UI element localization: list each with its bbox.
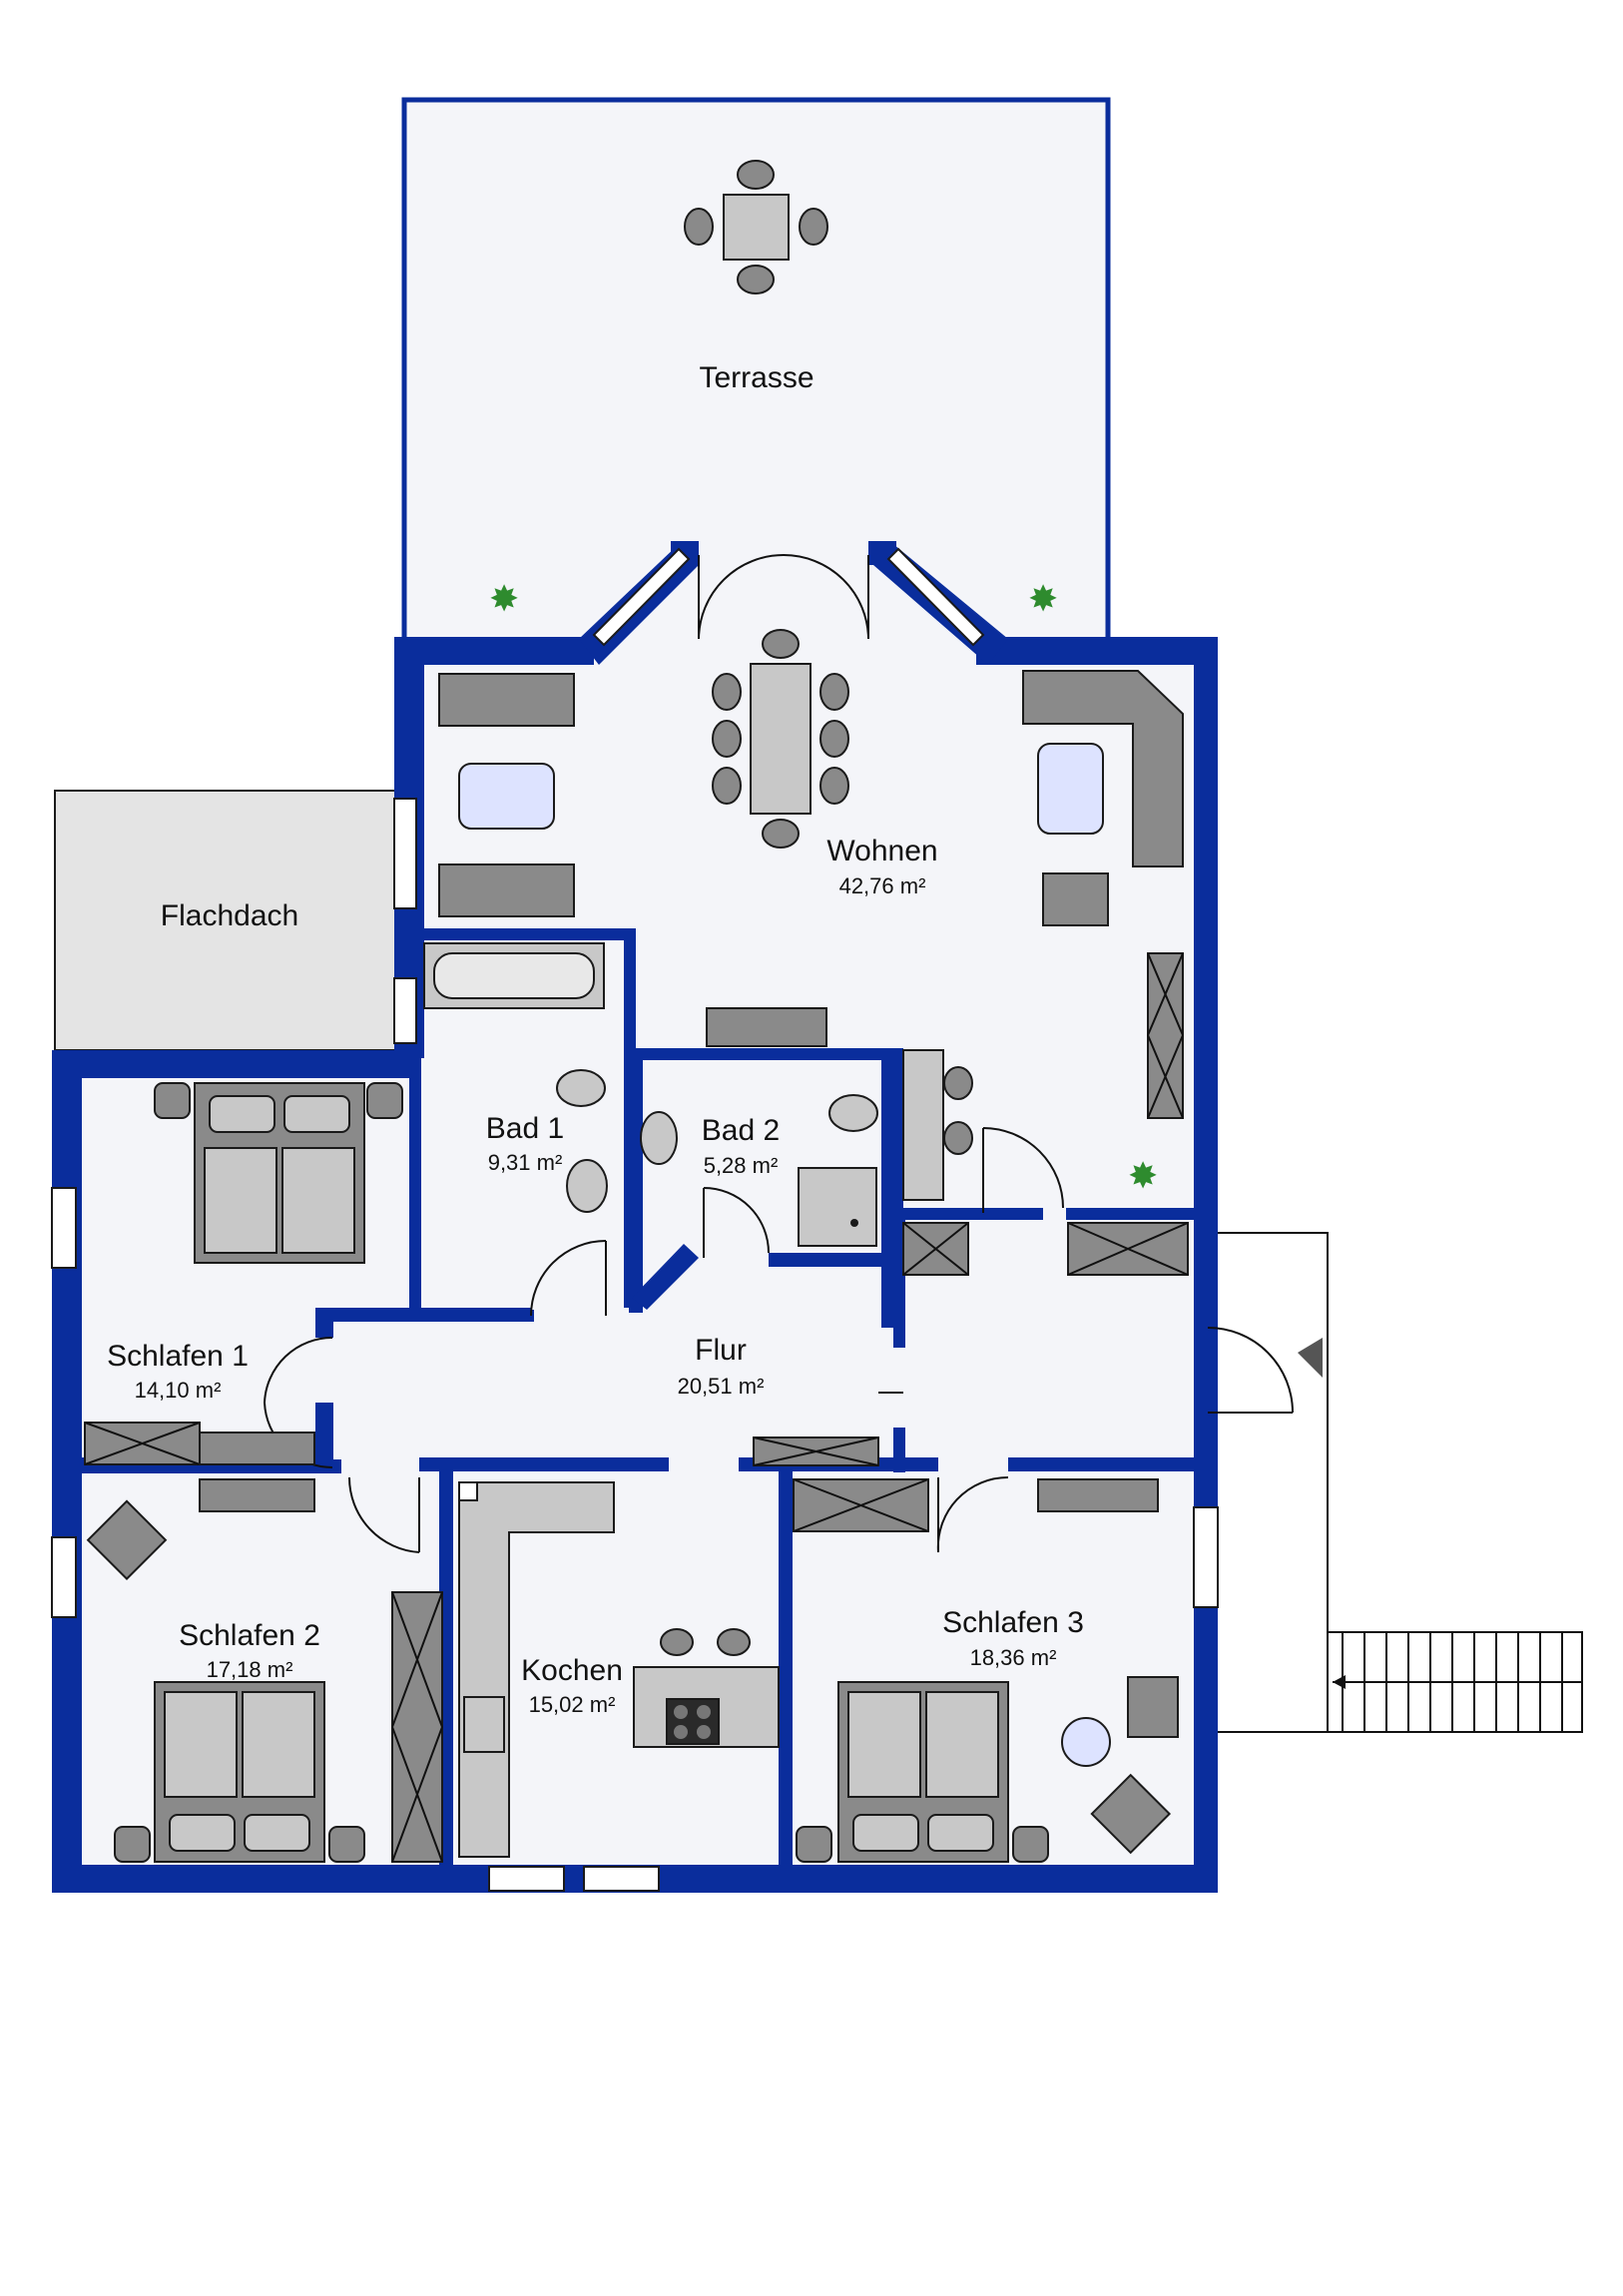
room-name-wohnen: Wohnen	[826, 835, 937, 867]
chair-icon	[684, 208, 714, 246]
terrace-dining-set	[684, 160, 828, 294]
room-name-kochen: Kochen	[521, 1654, 623, 1687]
living-furniture	[438, 629, 1184, 1201]
room-name-schlafen3: Schlafen 3	[942, 1606, 1084, 1639]
glass-table	[458, 763, 555, 830]
window	[393, 798, 417, 909]
stove-icon	[666, 1698, 720, 1745]
entrance	[1218, 1232, 1583, 1733]
window	[51, 1536, 77, 1618]
chair-icon	[712, 673, 742, 711]
wardrobe-icon	[391, 1591, 443, 1863]
window	[51, 1187, 77, 1269]
room-area-bad2: 5,28 m²	[704, 1153, 779, 1178]
room-name-schlafen2: Schlafen 2	[179, 1619, 320, 1652]
room-area-schlafen1: 14,10 m²	[135, 1378, 222, 1403]
glass-table	[1061, 1717, 1111, 1767]
windows	[51, 547, 1219, 1892]
bathroom-2-fixtures	[640, 1094, 878, 1247]
window	[583, 1866, 660, 1892]
table-icon	[750, 663, 812, 815]
chair-icon	[762, 629, 800, 659]
chair-icon	[799, 208, 828, 246]
chair-icon	[943, 1121, 973, 1155]
nightstand-icon	[796, 1826, 832, 1863]
bedroom-3-furniture	[793, 1478, 1179, 1863]
toilet-icon	[556, 1069, 606, 1107]
sofa-icon	[1022, 670, 1184, 867]
entrance-arrow-icon	[1298, 1338, 1323, 1378]
nightstand-icon	[114, 1826, 151, 1863]
nightstand-icon	[328, 1826, 365, 1863]
window	[393, 977, 417, 1044]
room-area-wohnen: 42,76 m²	[839, 873, 926, 898]
room-name-flur: Flur	[695, 1334, 747, 1367]
kitchen-furniture	[458, 1481, 780, 1858]
chair-icon	[819, 720, 849, 758]
bedroom-2-furniture	[86, 1478, 443, 1863]
chair-icon	[762, 819, 800, 849]
sofa-icon	[438, 673, 575, 727]
window	[488, 1866, 565, 1892]
sideboard-icon	[199, 1432, 315, 1465]
chair-icon	[737, 160, 775, 190]
plant-icon: ✸	[1128, 1156, 1158, 1197]
armchair-icon	[1042, 872, 1109, 926]
wardrobe-icon	[1147, 952, 1184, 1119]
room-area-flur: 20,51 m²	[678, 1374, 765, 1399]
room-name-flachdach: Flachdach	[161, 899, 298, 932]
sink-icon	[640, 1111, 678, 1165]
table-icon	[723, 194, 790, 261]
chair-icon	[943, 1066, 973, 1100]
room-name-terrasse: Terrasse	[699, 361, 813, 394]
stairs-icon	[1327, 1631, 1583, 1733]
sofa-icon	[438, 863, 575, 917]
room-labels: Terrasse Flachdach Wohnen 42,76 m² Bad 1…	[107, 361, 1084, 1717]
armchair-icon	[1127, 1676, 1179, 1738]
shower-icon	[798, 1167, 877, 1247]
sink-icon	[566, 1159, 608, 1213]
room-area-kochen: 15,02 m²	[529, 1692, 616, 1717]
sink-icon	[463, 1696, 505, 1753]
window	[886, 547, 985, 647]
bathroom-1-fixtures	[423, 942, 608, 1213]
bar-counter	[902, 1049, 944, 1201]
window	[1193, 1506, 1219, 1608]
chair-icon	[819, 673, 849, 711]
armchair-icon	[1090, 1773, 1172, 1855]
chair-icon	[717, 1628, 751, 1656]
plant-icon: ✸	[489, 579, 519, 620]
room-name-bad2: Bad 2	[702, 1114, 780, 1147]
nightstand-icon	[1012, 1826, 1049, 1863]
nightstand-icon	[154, 1082, 191, 1119]
chair-icon	[737, 265, 775, 294]
room-area-schlafen2: 17,18 m²	[207, 1657, 293, 1682]
plants: ✸ ✸ ✸	[489, 579, 1158, 1197]
flat-roof-area	[54, 790, 400, 1051]
toilet-icon	[828, 1094, 878, 1132]
hallway-furniture	[753, 1222, 1189, 1466]
sideboard-icon	[1037, 1478, 1159, 1512]
chair-icon	[712, 720, 742, 758]
room-name-bad1: Bad 1	[486, 1112, 564, 1145]
doors	[264, 554, 1294, 1553]
sideboard-icon	[199, 1478, 315, 1512]
plant-icon: ✸	[1028, 579, 1058, 620]
sideboard-icon	[706, 1007, 827, 1047]
armchair-icon	[86, 1499, 168, 1581]
bedroom-1-furniture	[84, 1082, 403, 1465]
room-area-schlafen3: 18,36 m²	[970, 1645, 1057, 1670]
window	[592, 547, 691, 647]
chair-icon	[712, 767, 742, 805]
room-name-schlafen1: Schlafen 1	[107, 1340, 249, 1373]
glass-table	[1037, 743, 1104, 835]
chair-icon	[660, 1628, 694, 1656]
room-area-bad1: 9,31 m²	[488, 1150, 563, 1175]
chair-icon	[819, 767, 849, 805]
nightstand-icon	[366, 1082, 403, 1119]
